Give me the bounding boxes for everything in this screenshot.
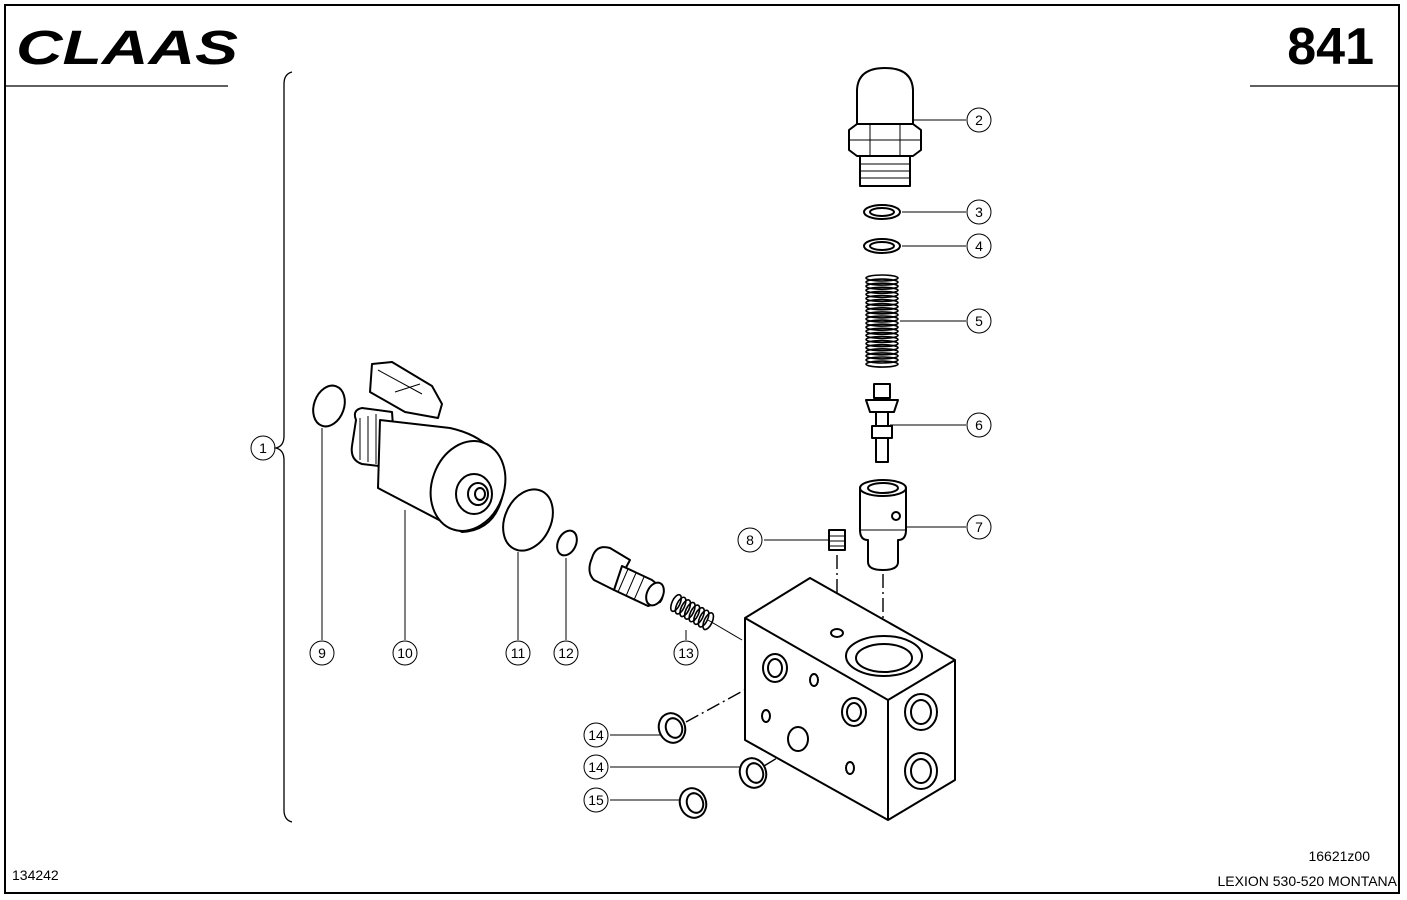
svg-text:7: 7 xyxy=(975,519,983,535)
callout-3: 3 xyxy=(966,199,992,225)
part-plug-cap xyxy=(848,67,922,187)
svg-text:14: 14 xyxy=(588,727,604,743)
svg-text:14: 14 xyxy=(588,759,604,775)
model-label: LEXION 530-520 MONTANA xyxy=(1218,873,1398,889)
callout-5: 5 xyxy=(966,308,992,334)
part-solenoid-coil xyxy=(350,361,507,533)
svg-text:10: 10 xyxy=(397,645,413,661)
callout-8: 8 xyxy=(737,527,763,553)
callout-14-upper: 14 xyxy=(583,722,609,748)
part-solenoid-cartridge xyxy=(588,546,665,607)
svg-text:5: 5 xyxy=(975,313,983,329)
callout-7: 7 xyxy=(966,514,992,540)
svg-text:2: 2 xyxy=(975,112,983,128)
part-spring-small xyxy=(669,593,715,631)
callout-11: 11 xyxy=(505,640,531,666)
doc-number: 134242 xyxy=(12,867,59,883)
part-spring-vertical xyxy=(865,274,899,368)
part-o-ring-large xyxy=(502,488,554,552)
assembly-brace xyxy=(275,71,293,823)
callout-6: 6 xyxy=(966,412,992,438)
callout-9: 9 xyxy=(309,640,335,666)
brand-logo: CLAAS xyxy=(16,22,238,75)
callout-2: 2 xyxy=(966,107,992,133)
part-washer-small xyxy=(863,204,901,220)
svg-text:11: 11 xyxy=(511,645,526,661)
svg-text:13: 13 xyxy=(678,645,694,661)
drawing-frame xyxy=(4,4,1400,894)
callout-10: 10 xyxy=(392,640,418,666)
part-o-ring-small xyxy=(556,529,578,557)
drawing-ref: 16621z00 xyxy=(1308,848,1370,864)
callout-12: 12 xyxy=(553,640,579,666)
part-valve-piston xyxy=(865,383,899,463)
svg-text:6: 6 xyxy=(975,417,983,433)
part-sleeve xyxy=(859,479,907,571)
callout-1: 1 xyxy=(250,435,276,461)
svg-text:9: 9 xyxy=(318,645,326,661)
part-seal-ring-upper xyxy=(657,712,687,744)
svg-text:12: 12 xyxy=(558,645,574,661)
svg-text:4: 4 xyxy=(975,238,983,254)
page-number: 841 xyxy=(1287,18,1374,76)
part-seal-ring-middle xyxy=(738,757,768,789)
part-valve-block xyxy=(744,577,956,821)
svg-text:15: 15 xyxy=(588,792,604,808)
callout-15: 15 xyxy=(583,787,609,813)
leader-lines xyxy=(321,119,966,801)
svg-text:1: 1 xyxy=(259,440,267,456)
part-seal-ring-lower xyxy=(678,787,708,819)
callout-4: 4 xyxy=(966,233,992,259)
callout-14-lower: 14 xyxy=(583,754,609,780)
part-grub-screw xyxy=(828,529,846,551)
svg-text:8: 8 xyxy=(746,532,754,548)
part-o-ring-left xyxy=(312,384,346,428)
part-washer-large xyxy=(863,238,901,254)
svg-text:3: 3 xyxy=(975,204,983,220)
callout-13: 13 xyxy=(673,640,699,666)
